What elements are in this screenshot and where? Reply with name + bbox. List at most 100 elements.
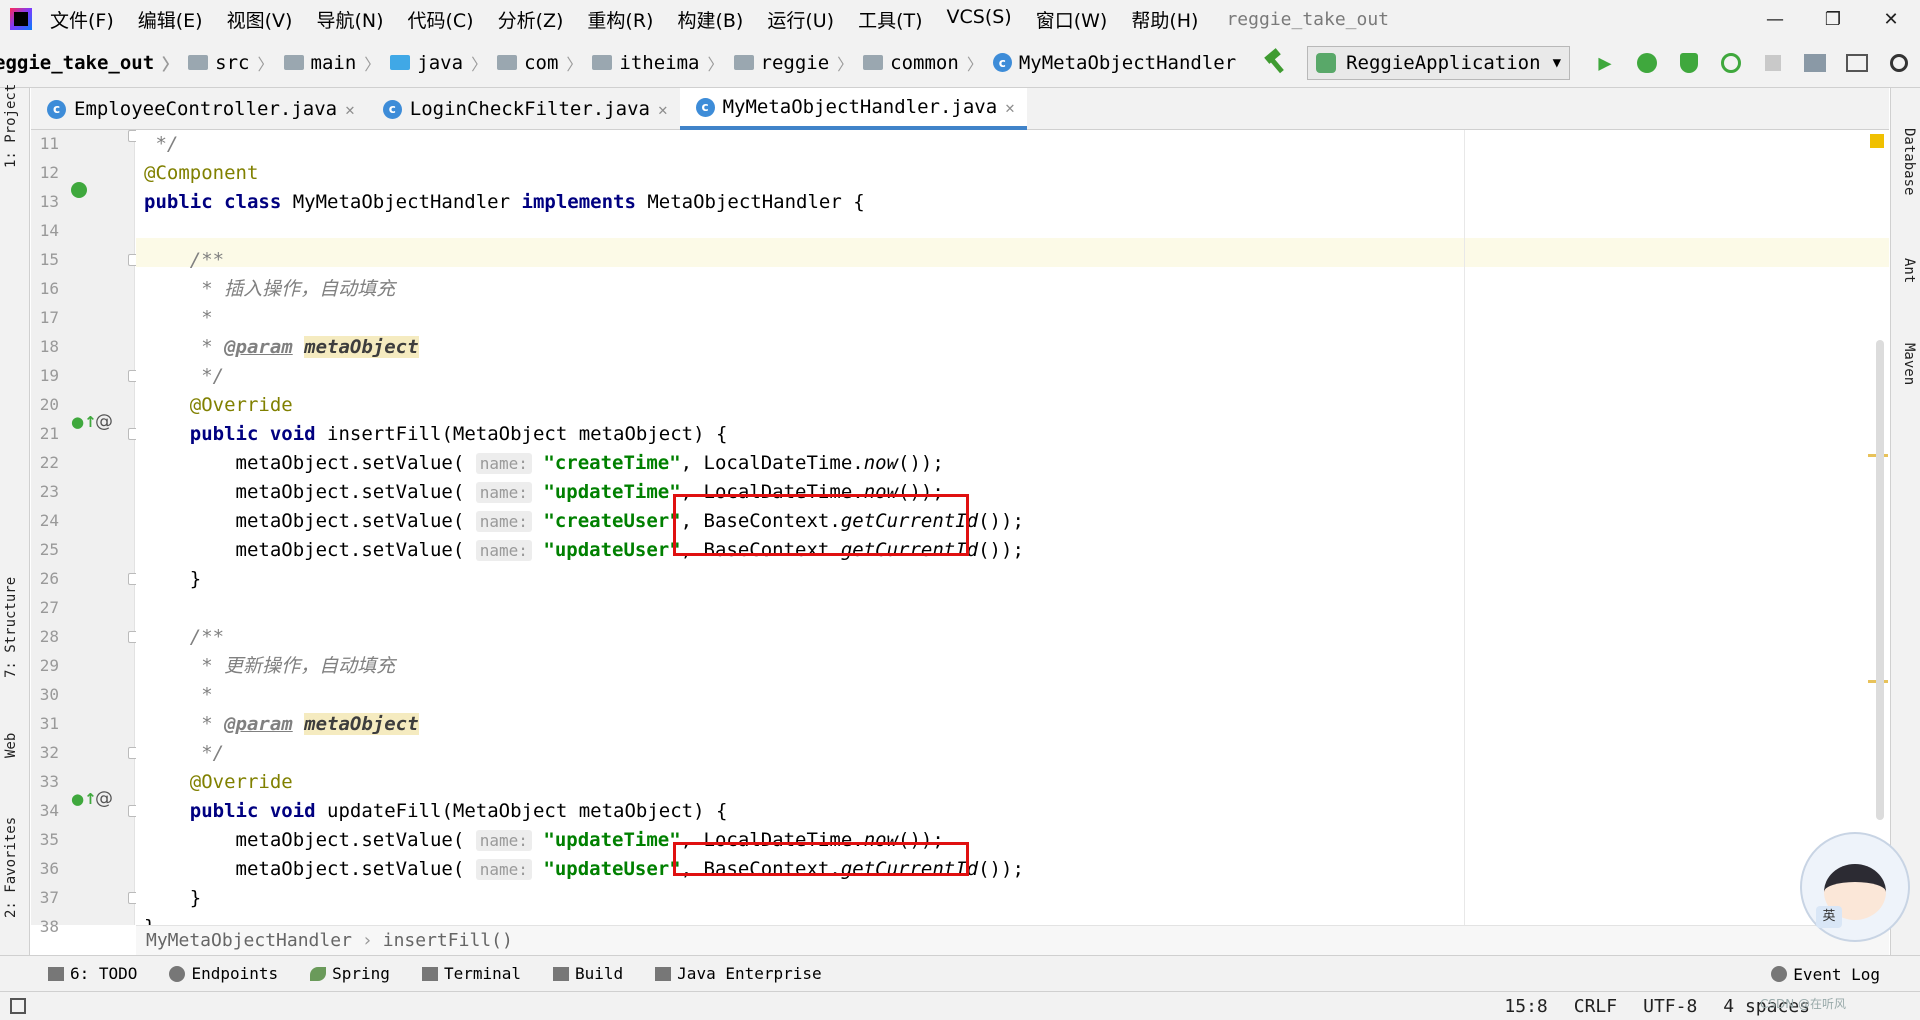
code-text: ,	[680, 452, 704, 474]
watermark: CSDN @在听风	[1760, 997, 1847, 1011]
project-structure-button[interactable]	[1794, 42, 1836, 84]
menu-help[interactable]: 帮助(H)	[1131, 9, 1199, 32]
profile-button[interactable]	[1710, 42, 1752, 84]
tool-tab-favorites[interactable]: 2: Favorites	[3, 816, 19, 918]
code-line-28: /**	[144, 623, 224, 652]
tab-login-check-filter[interactable]: c LoginCheckFilter.java ✕	[367, 88, 680, 130]
annotation-at-icon[interactable]: @	[95, 788, 113, 809]
comment: *	[144, 307, 213, 329]
breadcrumb-class[interactable]: MyMetaObjectHandler	[146, 930, 352, 951]
implements-method-icon[interactable]: ●↑	[71, 790, 97, 808]
menu-build[interactable]: 构建(B)	[677, 9, 744, 32]
tool-todo[interactable]: 6: TODO	[48, 964, 137, 983]
close-tab-icon[interactable]: ✕	[345, 99, 355, 119]
tool-tab-maven[interactable]: Maven	[1901, 343, 1917, 386]
package-icon	[497, 55, 518, 70]
crumb-project[interactable]: eggie_take_out〉	[0, 51, 178, 75]
line-number: 13	[39, 192, 59, 211]
crumb-java-label: java	[417, 51, 464, 74]
search-everywhere-button[interactable]	[1878, 42, 1920, 84]
code-text: LocalDateTime.	[703, 481, 864, 503]
indent-setting[interactable]: 4 spaces	[1723, 996, 1810, 1017]
menu-file[interactable]: 文件(F)	[50, 9, 114, 32]
crumb-src[interactable]: src〉	[178, 51, 274, 75]
editor-gutter[interactable]: 11 12 13 14 15 16 17 18 19 20 21 22 23 2…	[31, 130, 140, 936]
tool-terminal[interactable]: Terminal	[421, 964, 521, 983]
annotation-at-icon[interactable]: @	[95, 411, 113, 432]
class-icon: c	[47, 99, 66, 119]
coverage-button[interactable]	[1668, 42, 1710, 84]
tool-event-log[interactable]: Event Log	[1771, 956, 1880, 992]
minimize-button[interactable]: —	[1766, 8, 1784, 30]
code-editor[interactable]: */ @Component public class MyMetaObjectH…	[136, 130, 1889, 925]
tab-my-meta-object-handler[interactable]: c MyMetaObjectHandler.java ✕	[679, 88, 1027, 130]
run-icon: ▶	[1598, 50, 1612, 76]
comment: *	[144, 713, 225, 735]
menu-refactor[interactable]: 重构(R)	[587, 9, 654, 32]
implements-method-icon[interactable]: ●↑	[71, 413, 97, 431]
code-text: ());	[898, 452, 944, 474]
code-text: metaObject.setValue(	[144, 452, 465, 474]
line-separator[interactable]: CRLF	[1573, 996, 1618, 1017]
inspection-status-icon[interactable]	[1870, 134, 1884, 148]
vertical-scrollbar[interactable]	[1876, 340, 1884, 820]
crumb-main[interactable]: main〉	[274, 51, 380, 75]
breadcrumb-method[interactable]: insertFill()	[382, 930, 513, 951]
crumb-java[interactable]: java〉	[380, 51, 487, 75]
tool-terminal-label: Terminal	[443, 964, 521, 983]
run-configuration-select[interactable]: ReggieApplication ▼	[1307, 46, 1570, 80]
red-highlight-box	[673, 842, 969, 876]
string-literal: "updateUser"	[543, 539, 681, 561]
tool-tab-structure[interactable]: 7: Structure	[3, 576, 19, 678]
caret-position[interactable]: 15:8	[1504, 996, 1548, 1017]
code-text: LocalDateTime.	[703, 452, 864, 474]
crumb-com[interactable]: com〉	[487, 51, 582, 75]
menu-window[interactable]: 窗口(W)	[1035, 9, 1108, 32]
debug-button[interactable]	[1626, 42, 1668, 84]
menu-analyze[interactable]: 分析(Z)	[497, 9, 564, 32]
tool-windows-toggle-icon[interactable]	[10, 998, 26, 1014]
tool-tab-web[interactable]: Web	[3, 732, 19, 758]
restore-button[interactable]: ❐	[1824, 8, 1842, 30]
tool-spring-label: Spring	[332, 964, 390, 983]
menu-edit[interactable]: 编辑(E)	[137, 9, 203, 32]
menu-run[interactable]: 运行(U)	[767, 9, 835, 32]
line-number: 32	[39, 743, 59, 762]
tool-tab-ant[interactable]: Ant	[1901, 258, 1917, 284]
close-tab-icon[interactable]: ✕	[657, 99, 668, 119]
build-hammer-icon[interactable]	[1261, 49, 1289, 77]
crumb-itheima[interactable]: itheima〉	[582, 51, 724, 75]
tool-tab-project[interactable]: 1: Project	[3, 83, 19, 168]
tool-java-enterprise[interactable]: Java Enterprise	[655, 964, 822, 983]
close-tab-icon[interactable]: ✕	[1005, 97, 1015, 117]
line-number: 31	[39, 714, 59, 733]
tool-spring[interactable]: Spring	[310, 964, 390, 983]
code-text: MetaObjectHandler {	[635, 191, 865, 213]
navigation-bar: eggie_take_out〉 src〉 main〉 java〉 com〉 it…	[0, 38, 1920, 88]
crumb-reggie[interactable]: reggie〉	[724, 51, 853, 75]
crumb-common[interactable]: common〉	[853, 51, 983, 75]
terminal-toggle-button[interactable]	[1836, 42, 1878, 84]
tool-endpoints[interactable]: Endpoints	[169, 964, 278, 983]
close-window-button[interactable]: ✕	[1883, 8, 1899, 30]
code-text: ());	[898, 481, 944, 503]
stop-button[interactable]	[1752, 42, 1794, 84]
tool-tab-database[interactable]: Database	[1901, 128, 1917, 196]
menu-code[interactable]: 代码(C)	[407, 9, 474, 32]
menu-view[interactable]: 视图(V)	[226, 9, 293, 32]
crumb-itheima-label: itheima	[619, 51, 700, 74]
tab-employee-controller[interactable]: c EmployeeController.java ✕	[31, 88, 367, 130]
spring-bean-gutter-icon[interactable]	[71, 182, 87, 198]
tool-todo-label: 6: TODO	[70, 964, 138, 983]
parameter-hint: name:	[475, 830, 532, 851]
package-icon	[592, 55, 613, 70]
run-button[interactable]: ▶	[1584, 42, 1626, 84]
menu-tools[interactable]: 工具(T)	[858, 9, 923, 32]
file-encoding[interactable]: UTF-8	[1643, 996, 1698, 1017]
line-number: 21	[39, 424, 59, 443]
code-text: metaObject.setValue(	[144, 858, 465, 880]
menu-navigate[interactable]: 导航(N)	[316, 9, 384, 32]
tool-build[interactable]: Build	[553, 964, 623, 983]
menu-vcs[interactable]: VCS(S)	[946, 5, 1012, 28]
